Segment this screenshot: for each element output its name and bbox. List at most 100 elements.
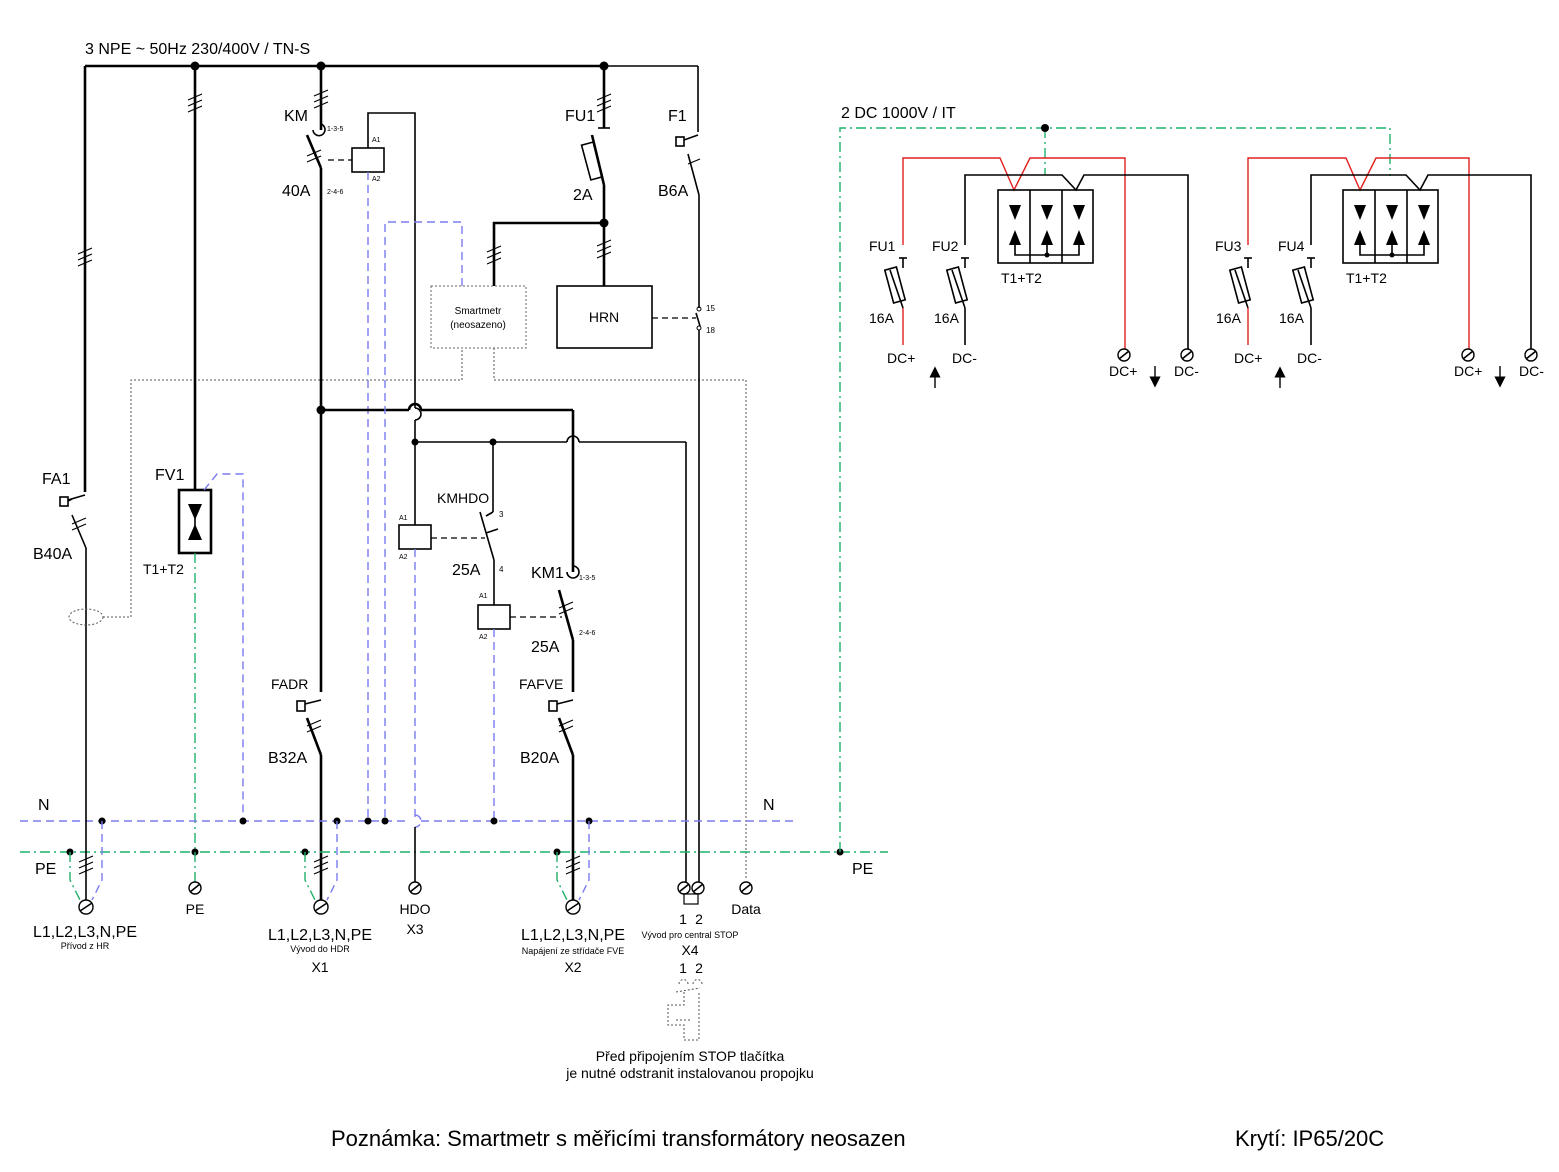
dc2-fu-b-rating: 16A [1279,310,1305,326]
terminal-hdo-id: X3 [406,921,423,937]
fadr-name: FADR [271,676,308,692]
stop-button-symbol [667,979,703,1041]
dc-pe-conductor [839,124,1391,852]
dc1-fu-b-rating: 16A [934,310,960,326]
km-aux-contacts: 2-4-6 [327,189,343,196]
fv1-type: T1+T2 [143,561,184,577]
f1-breaker: F1 B6A [658,108,702,882]
fafve-breaker: FAFVE B20A [519,676,581,900]
terminal-x2-label: L1,L2,L3,N,PE [521,927,625,944]
dc2-out-plus: DC+ [1454,363,1482,379]
dc1-fu-a-name: FU1 [869,238,896,254]
km1-main-contacts: 1-3-5 [579,575,595,582]
terminal-hdo: HDO X3 [399,827,431,937]
fu1-ac-fuse: FU1 2A [486,66,612,286]
km-coil-a1: A1 [372,137,381,144]
terminal-x1-id: X1 [311,959,328,975]
main-bus [85,61,699,128]
terminal-data: Data [731,881,761,917]
terminal-pe-label: PE [186,901,205,917]
dc2-fu-a-name: FU3 [1215,238,1242,254]
kmhdo-coil-a2: A2 [399,554,408,561]
terminal-x2-id: X2 [564,959,581,975]
km1-coil-a2: A2 [479,634,488,641]
dc1-spd-type: T1+T2 [1001,270,1042,286]
dc-group-1: T1+T2 FU1 16A DC+ FU2 16A DC- DC+ DC- [869,157,1199,388]
terminal-x4-id: X4 [681,942,698,958]
fa1-rating: B40A [33,546,72,563]
terminal-x4-pin1: 1 [679,911,687,927]
hrn-box: HRN 15 18 [556,285,715,349]
terminal-hdo-label: HDO [399,901,430,917]
stop-note-line1: Před připojením STOP tlačítka [596,1048,785,1064]
hrn-pin-18: 18 [706,326,715,335]
terminal-supply-sub: Přívod z HR [61,941,110,951]
dc-group-2: T1+T2 FU3 16A DC+ FU4 16A DC- DC+ DC- [1215,157,1544,388]
n-label-left: N [38,797,50,814]
dc1-fu-b-terminal: DC- [952,350,977,366]
dc1-out-plus: DC+ [1109,363,1137,379]
smartmetr-box: Smartmetr (neosazeno) [384,221,527,821]
smartmetr-line2: (neosazeno) [450,320,506,331]
km-coil-a2: A2 [372,176,381,183]
terminal-pe: PE [186,852,205,917]
km-main-contacts: 1-3-5 [327,126,343,133]
smartmetr-line1: Smartmetr [455,306,502,317]
km-rating: 40A [282,183,311,200]
terminal-x4-pin1b: 1 [679,960,687,976]
dc2-fu-a-rating: 16A [1216,310,1242,326]
hrn-name: HRN [589,309,619,325]
terminal-x4-sub: Vývod pro central STOP [642,930,739,940]
n-busbar: N N [20,797,795,825]
terminal-supply-label: L1,L2,L3,N,PE [33,924,137,941]
terminal-x2-sub: Napájení ze střídače FVE [522,946,625,956]
dc-system-label: 2 DC 1000V / IT [841,105,956,122]
terminal-x1: L1,L2,L3,N,PE Vývod do HDR X1 [268,821,372,975]
footer-protection: Krytí: IP65/20C [1235,1126,1384,1151]
terminal-x4-pin2: 2 [695,911,703,927]
dc2-fu-b-name: FU4 [1278,238,1305,254]
kmhdo-name: KMHDO [437,490,489,506]
fv1-spd: FV1 T1+T2 [143,66,244,852]
fu1-ac-name: FU1 [565,108,595,125]
kmhdo-coil-a1: A1 [399,515,408,522]
pe-label-right: PE [852,861,873,878]
pe-busbar: PE PE [20,848,888,878]
km1-name: KM1 [531,565,564,582]
km-contactor: KM 40A 1-3-5 2-4-6 A1 A2 [282,66,422,821]
terminal-data-label: Data [731,901,761,917]
dc1-out-minus: DC- [1174,363,1199,379]
footer-note: Poznámka: Smartmetr s měřicími transform… [331,1126,906,1151]
supply-label: 3 NPE ~ 50Hz 230/400V / TN-S [85,41,310,58]
km1-coil-a1: A1 [479,593,488,600]
fadr-breaker: FADR B32A [268,410,329,900]
dc2-out-minus: DC- [1519,363,1544,379]
ct-link [68,348,747,880]
kmhdo-rating: 25A [452,562,481,579]
km1-rating: 25A [531,639,560,656]
dc1-fu-a-rating: 16A [869,310,895,326]
fv1-name: FV1 [155,467,184,484]
kmhdo-pin-4: 4 [499,565,504,574]
n-label-right: N [763,797,775,814]
km1-contactor: KM1 25A 1-3-5 2-4-6 A1 A2 [477,565,595,821]
fu1-ac-rating: 2A [573,187,593,204]
dc1-fu-b-name: FU2 [932,238,959,254]
kmhdo-pin-3: 3 [499,510,504,519]
fafve-name: FAFVE [519,676,563,692]
terminal-supply: L1,L2,L3,N,PE Přívod z HR [33,820,137,951]
dc2-fu-b-terminal: DC- [1297,350,1322,366]
fa1-name: FA1 [42,471,71,488]
km1-aux-contacts: 2-4-6 [579,630,595,637]
terminal-x2: L1,L2,L3,N,PE Napájení ze střídače FVE X… [521,821,625,975]
terminal-x1-label: L1,L2,L3,N,PE [268,927,372,944]
fafve-rating: B20A [520,750,559,767]
dc2-fu-a-terminal: DC+ [1234,350,1262,366]
dc1-fu-a-terminal: DC+ [887,350,915,366]
hrn-pin-15: 15 [706,304,715,313]
terminal-x4-pin2b: 2 [695,960,703,976]
secondary-bus [316,402,687,882]
stop-note-line2: je nutné odstranit instalovanou propojku [565,1065,814,1081]
terminal-x1-sub: Vývod do HDR [290,944,350,954]
